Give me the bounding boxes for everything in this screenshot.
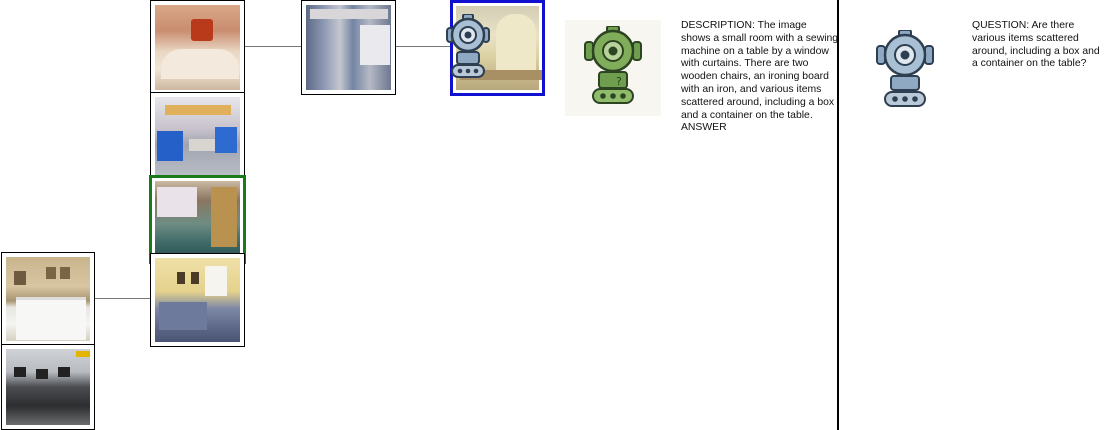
description-block: DESCRIPTION: The image shows a small roo… [681, 20, 839, 135]
description-label: DESCRIPTION: [681, 20, 755, 31]
image-node-reception[interactable] [150, 0, 245, 95]
image-node-closet[interactable] [301, 0, 396, 95]
question-label: QUESTION: [972, 20, 1030, 31]
image-node-classroom[interactable] [150, 92, 245, 182]
tree-edge [244, 46, 302, 47]
tree-edge [395, 46, 451, 47]
image-node-bedroom[interactable] [150, 253, 245, 347]
tree-edge [94, 298, 151, 299]
bedroom-thumbnail [155, 258, 240, 342]
question-text: Are there various items scattered around… [972, 20, 1100, 70]
image-node-dorm-room-selected[interactable] [149, 175, 246, 264]
robot-icon [446, 14, 490, 78]
answer-label: ANSWER [681, 122, 727, 134]
robot-question-icon: ? [584, 26, 642, 104]
robot-icon [876, 30, 934, 107]
panel-divider [837, 0, 839, 430]
closet-thumbnail [306, 5, 391, 90]
hotel-bedroom-thumbnail [6, 257, 90, 341]
reception-desk-thumbnail [155, 5, 240, 90]
dorm-room-thumbnail [155, 181, 240, 258]
computer-room-thumbnail [6, 349, 90, 425]
svg-text:?: ? [616, 75, 622, 88]
description-text: The image shows a small room with a sewi… [681, 20, 839, 121]
image-node-hotel-bedroom[interactable] [1, 252, 95, 346]
image-node-computer-room[interactable] [1, 344, 95, 430]
question-block: QUESTION: Are there various items scatte… [972, 20, 1106, 71]
classroom-thumbnail [155, 97, 240, 177]
